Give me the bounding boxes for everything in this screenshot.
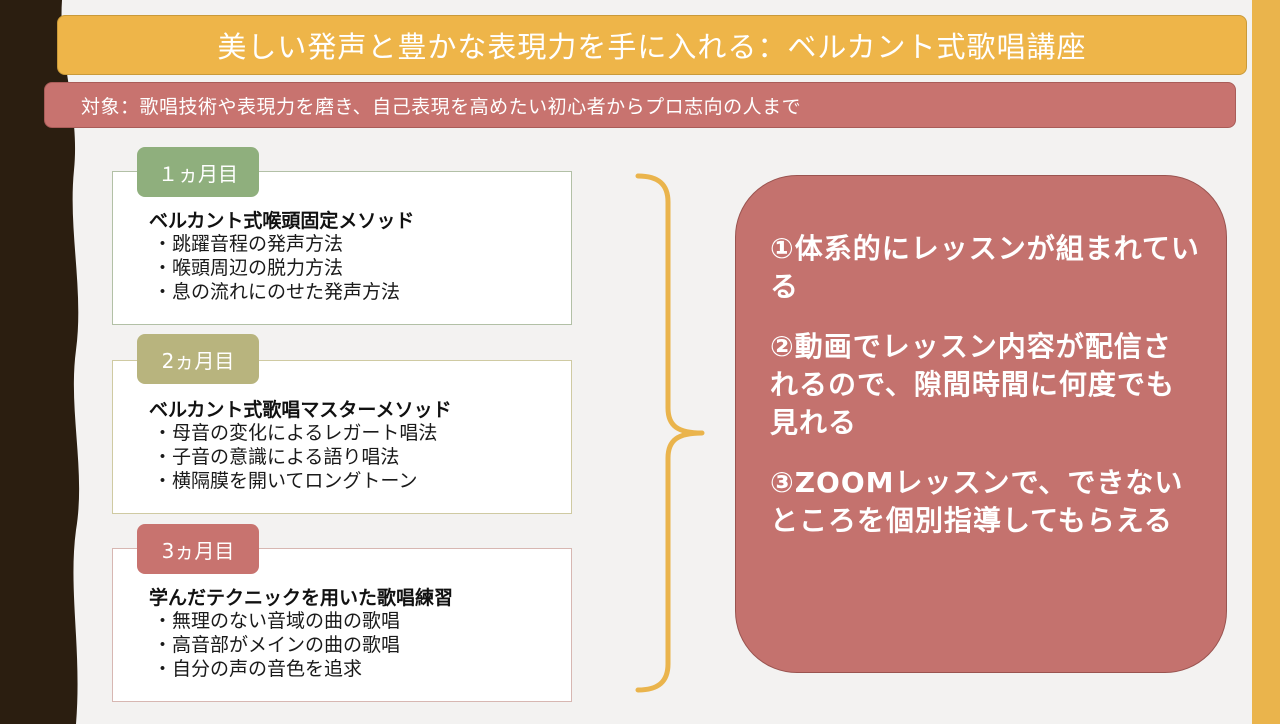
month-3-list: ・無理のない音域の曲の歌唱 ・高音部がメインの曲の歌唱 ・自分の声の音色を追求 xyxy=(153,609,400,681)
summary-point-3: ③ZOOMレッスンで、できないところを個別指導してもらえる xyxy=(770,466,1184,537)
month-1-box: ベルカント式喉頭固定メソッド ・跳躍音程の発声方法 ・喉頭周辺の脱力方法 ・息の… xyxy=(112,171,572,325)
title-banner: 美しい発声と豊かな表現力を手に入れる：ベルカント式歌唱講座 xyxy=(57,15,1247,75)
list-item: ・横隔膜を開いてロングトーン xyxy=(153,470,418,492)
list-item: ・喉頭周辺の脱力方法 xyxy=(153,257,344,279)
month-2-list: ・母音の変化によるレガート唱法 ・子音の意識による語り唱法 ・横隔膜を開いてロン… xyxy=(153,421,437,493)
right-accent-bar xyxy=(1252,0,1280,724)
list-item: ・無理のない音域の曲の歌唱 xyxy=(153,610,401,632)
month-2-heading: ベルカント式歌唱マスターメソッド xyxy=(149,399,452,421)
list-item: ・跳躍音程の発声方法 xyxy=(153,233,344,255)
list-item: ・子音の意識による語り唱法 xyxy=(153,446,400,468)
summary-point-1: ①体系的にレッスンが組まれている xyxy=(770,232,1200,303)
list-item: ・息の流れにのせた発声方法 xyxy=(153,281,401,303)
target-audience-banner: 対象：歌唱技術や表現力を磨き、自己表現を高めたい初心者からプロ志向の人まで xyxy=(44,82,1236,128)
target-audience-text: 対象：歌唱技術や表現力を磨き、自己表現を高めたい初心者からプロ志向の人まで xyxy=(81,95,802,118)
list-item: ・高音部がメインの曲の歌唱 xyxy=(153,634,401,656)
month-2-tag: 2ヵ月目 xyxy=(137,334,259,384)
curly-brace-connector xyxy=(635,173,705,693)
list-item: ・母音の変化によるレガート唱法 xyxy=(153,422,438,444)
month-3-box: 学んだテクニックを用いた歌唱練習 ・無理のない音域の曲の歌唱 ・高音部がメインの… xyxy=(112,548,572,702)
month-1-heading: ベルカント式喉頭固定メソッド xyxy=(149,210,415,232)
month-3-tag: 3ヵ月目 xyxy=(137,524,259,574)
summary-card: ①体系的にレッスンが組まれている ②動画でレッスン内容が配信されるので、隙間時間… xyxy=(735,175,1227,673)
list-item: ・自分の声の音色を追求 xyxy=(153,658,363,680)
left-decorative-edge xyxy=(0,0,80,724)
month-2-box: ベルカント式歌唱マスターメソッド ・母音の変化によるレガート唱法 ・子音の意識に… xyxy=(112,360,572,514)
summary-point-2: ②動画でレッスン内容が配信されるので、隙間時間に何度でも見れる xyxy=(770,330,1175,439)
month-3-heading: 学んだテクニックを用いた歌唱練習 xyxy=(149,587,454,609)
page-title: 美しい発声と豊かな表現力を手に入れる：ベルカント式歌唱講座 xyxy=(217,30,1087,64)
month-1-tag: １ヵ月目 xyxy=(137,147,259,197)
month-1-list: ・跳躍音程の発声方法 ・喉頭周辺の脱力方法 ・息の流れにのせた発声方法 xyxy=(153,232,400,304)
